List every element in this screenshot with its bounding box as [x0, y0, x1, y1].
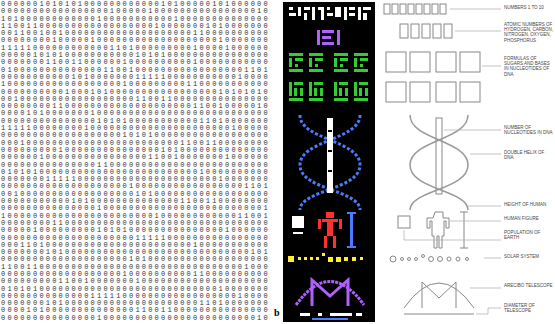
solar-system — [288, 253, 363, 262]
annotation-label: DIAMETER OF TELESCOPE — [504, 303, 553, 313]
number-pixels — [289, 7, 371, 20]
leader-lines — [404, 9, 501, 314]
annotation-label: NUMBER OF NUCLEOTIDES IN DNA — [504, 125, 553, 135]
message-picture — [283, 2, 375, 322]
annotation-label: FORMULAS OF SUGARS AND BASES IN NUCLEOTI… — [504, 56, 553, 77]
telescope — [296, 280, 364, 320]
annotation-label: HEIGHT OF HUMAN — [504, 202, 553, 207]
annotation-label: HUMAN FIGURE — [504, 216, 553, 221]
dna-helix — [300, 115, 360, 210]
panel-letter: b — [274, 308, 283, 318]
binary-digits: 0000001010101000000000000101000001010000… — [1, 1, 273, 322]
annotation-label: NUMBERS 1 TO 10 — [504, 5, 553, 10]
annotation-label: ARECIBO TELESCOPE — [504, 283, 553, 288]
human-figure — [318, 212, 342, 248]
annotation-label: POPULATION OF EARTH — [504, 230, 553, 240]
population-and-height — [292, 212, 356, 248]
annotated-outline — [384, 4, 480, 314]
annotation-label: SOLAR SYSTEM — [504, 254, 553, 259]
annotation-label: DOUBLE HELIX OF DNA — [504, 150, 553, 160]
annotation-label: ATOMIC NUMBERS OF HYDROGEN, CARBON, NITR… — [504, 22, 553, 43]
element-pixels — [317, 30, 340, 45]
nucleotide-pixels — [289, 53, 368, 101]
